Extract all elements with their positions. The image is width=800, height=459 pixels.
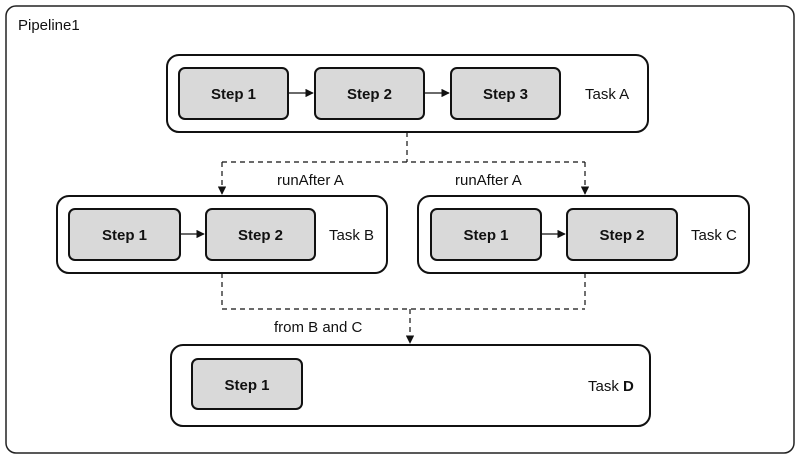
task-a-step-3-label: Step 3	[483, 86, 528, 103]
task-b-step-2-box	[205, 208, 316, 261]
task-b: Step 1 Step 2 Task B	[56, 195, 388, 274]
edge-label-bc-to-d: from B and C	[274, 319, 363, 336]
task-c-step-2-label: Step 2	[599, 227, 644, 244]
task-c-step-2-box	[566, 208, 678, 261]
task-b-step-2: Step 2	[205, 208, 316, 261]
task-b-step-2-label: Step 2	[238, 227, 283, 244]
task-a-step-1-label: Step 1	[211, 86, 256, 103]
task-a-step-2-label: Step 2	[347, 86, 392, 103]
task-a-step-3: Step 3	[450, 67, 561, 120]
task-d-label-strong: D	[623, 378, 634, 395]
task-c-step-1-label: Step 1	[463, 227, 508, 244]
task-b-label: Task B	[329, 227, 374, 244]
task-c-step-1: Step 1	[430, 208, 542, 261]
task-d: Step 1 Task D	[170, 344, 651, 427]
edge-a-to-bc	[217, 132, 590, 195]
task-d-step-1-label: Step 1	[224, 377, 269, 394]
task-b-step-1-label: Step 1	[102, 227, 147, 244]
task-a-step-3-box	[450, 67, 561, 120]
task-c-step-2: Step 2	[566, 208, 678, 261]
pipeline-title: Pipeline1	[18, 17, 80, 34]
task-a: Step 1 Step 2 Step 3 Task A	[166, 54, 649, 133]
edge-label-a-to-b: runAfter A	[277, 172, 344, 189]
task-a-step-2: Step 2	[314, 67, 425, 120]
task-c: Step 1 Step 2 Task C	[417, 195, 750, 274]
edge-label-a-to-c: runAfter A	[455, 172, 522, 189]
task-c-label: Task C	[691, 227, 737, 244]
edge-bc-to-d	[221, 273, 586, 344]
task-d-step-1-box	[191, 358, 303, 410]
task-d-label-prefix: Task	[588, 378, 623, 395]
task-a-step-1: Step 1	[178, 67, 289, 120]
task-b-step-1: Step 1	[68, 208, 181, 261]
task-d-step-1: Step 1	[191, 358, 303, 410]
task-d-label: Task D	[588, 378, 634, 395]
task-a-label: Task A	[585, 86, 629, 103]
